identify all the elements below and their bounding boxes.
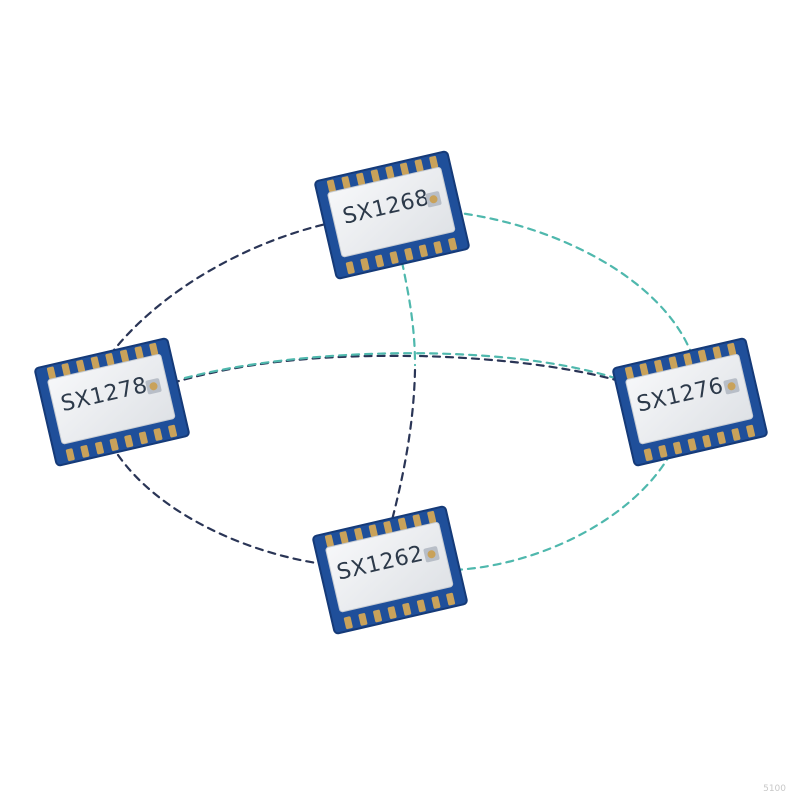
pcb-pad	[398, 517, 407, 531]
pcb-pad	[427, 510, 437, 524]
pcb-pad	[712, 346, 722, 359]
pcb-pad	[654, 359, 664, 373]
link-sx1278-sx1276-b	[183, 352, 617, 380]
pcb-pad	[746, 424, 756, 438]
pcb-pad	[400, 162, 409, 176]
pcb-pad	[373, 609, 382, 623]
module-sx1262: SX1262	[312, 505, 468, 635]
pcb-pad	[375, 254, 384, 268]
pcb-pad	[80, 445, 90, 458]
pcb-pad	[385, 166, 395, 179]
pcb-pad	[324, 534, 334, 548]
pcb-pad	[402, 602, 412, 616]
link-sx1278-sx1268	[108, 220, 337, 357]
pcb-pad	[341, 176, 351, 189]
pcb-pad	[95, 441, 104, 455]
pcb-pad	[698, 349, 707, 363]
pcb-pad	[389, 251, 399, 264]
pcb-pad	[109, 438, 119, 451]
pcb-pad	[149, 342, 159, 356]
pcb-pad	[120, 349, 129, 363]
pcb-pad	[345, 261, 355, 275]
pcb-pad	[354, 527, 364, 541]
pcb-pad	[431, 596, 441, 609]
pcb-pad	[360, 258, 370, 271]
link-sx1262-sx1276	[453, 456, 670, 572]
pcb-pad	[343, 616, 353, 630]
pcb-pad	[673, 441, 682, 455]
pcb-pads	[46, 342, 178, 462]
pcb-pad	[404, 247, 414, 261]
pcb-pad	[668, 356, 678, 370]
pcb-pads	[624, 342, 756, 462]
pcb-pad	[687, 438, 697, 451]
module-sx1268: SX1268	[314, 150, 470, 280]
pcb-pad	[433, 241, 443, 254]
pcb-pad	[153, 428, 163, 441]
pcb-pad	[356, 172, 366, 186]
pcb-pad	[61, 363, 71, 376]
pcb-pad	[624, 366, 634, 380]
module-sx1276: SX1276	[612, 337, 768, 467]
pcb-pad	[446, 592, 456, 606]
pcb-pad	[105, 353, 115, 366]
pcb-pad	[90, 356, 100, 370]
pcb-pad	[643, 448, 653, 462]
pcb-pad	[138, 431, 148, 445]
link-sx1278-sx1262	[116, 453, 332, 567]
pcb-pad	[731, 428, 741, 441]
pcb-pad	[412, 514, 422, 527]
watermark: 5100	[763, 784, 786, 794]
pcb-pad	[387, 606, 397, 619]
pcb-pad	[658, 445, 668, 458]
pcb-pad	[414, 159, 424, 172]
link-sx1268-sx1262-lower	[390, 368, 417, 522]
pcb-pads	[324, 510, 456, 630]
pcb-pad	[370, 169, 380, 183]
link-sx1278-sx1276-c	[418, 354, 618, 382]
pcb-pad	[639, 363, 649, 376]
pcb-pad	[416, 599, 426, 613]
pcb-pad	[383, 521, 393, 534]
pcb-pad	[124, 434, 134, 448]
connection-links	[108, 210, 692, 572]
pcb-pads	[326, 155, 458, 275]
pcb-pad	[716, 431, 726, 445]
module-sx1278: SX1278	[34, 337, 190, 467]
pcb-pad	[448, 237, 458, 251]
pcb-pad	[76, 359, 86, 373]
pcb-pad	[65, 448, 75, 462]
link-sx1268-sx1276	[450, 210, 692, 352]
link-sx1268-sx1262-upper	[400, 260, 417, 367]
pcb-pad	[339, 531, 349, 544]
pcb-pad	[168, 424, 178, 438]
pcb-pad	[683, 353, 693, 366]
pcb-pad	[429, 155, 439, 169]
pcb-pad	[727, 342, 737, 356]
pcb-pad	[46, 366, 56, 380]
pcb-pad	[134, 346, 144, 359]
pcb-pad	[326, 179, 336, 193]
pcb-pad	[358, 613, 368, 626]
pcb-pad	[418, 244, 428, 258]
pcb-pad	[702, 434, 712, 448]
pcb-pad	[368, 524, 378, 538]
